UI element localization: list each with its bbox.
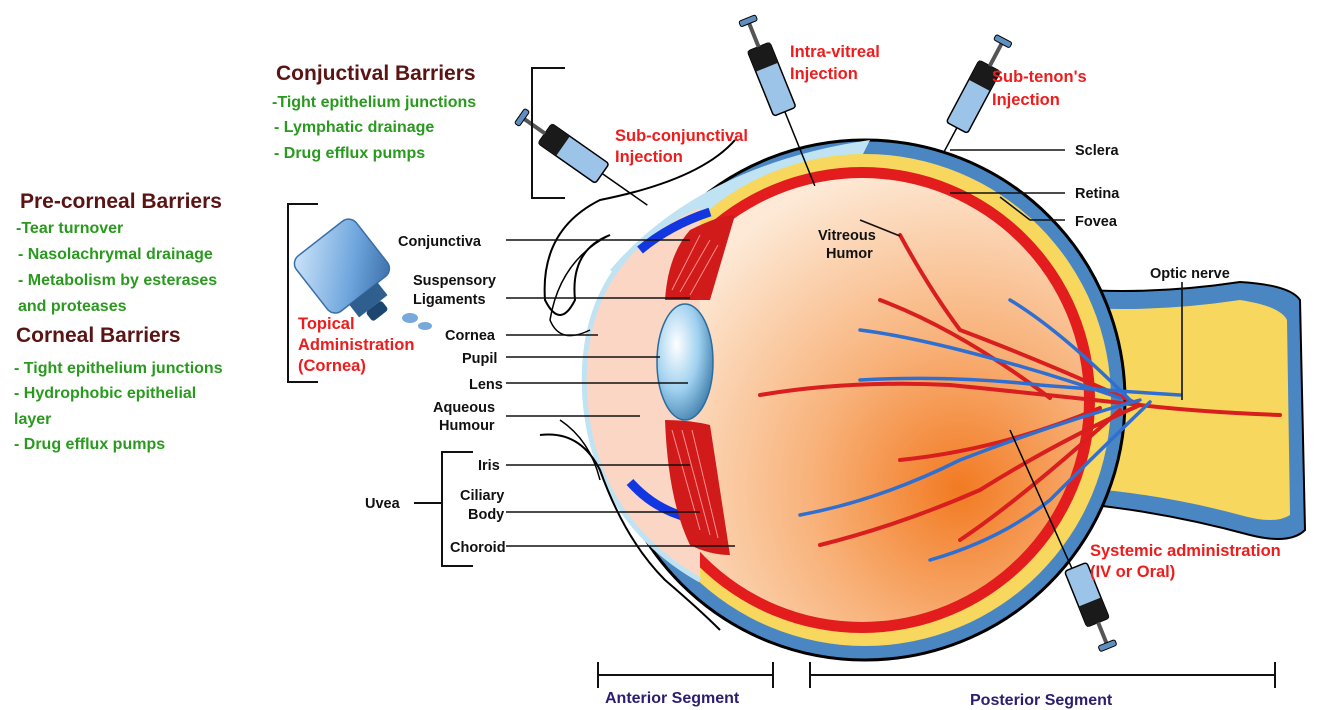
conjunctival-item-1: -Tight epithelium junctions bbox=[272, 94, 476, 111]
posterior-segment-label: Posterior Segment bbox=[970, 692, 1113, 709]
subtenon-label-2: Injection bbox=[992, 91, 1060, 109]
pupil-label: Pupil bbox=[462, 351, 497, 367]
subconjunctival-label-2: Injection bbox=[615, 148, 683, 166]
subconjunctival-label-1: Sub-conjunctival bbox=[615, 127, 748, 145]
corneal-item-2: - Hydrophobic epithelial bbox=[14, 385, 196, 402]
choroid-label: Choroid bbox=[450, 540, 506, 556]
barriers-bracket bbox=[288, 204, 318, 382]
precorneal-item-3: - Metabolism by esterases bbox=[18, 272, 217, 289]
topical-label-1: Topical bbox=[298, 315, 355, 333]
intravitreal-label-2: Injection bbox=[790, 65, 858, 83]
retina-label: Retina bbox=[1075, 186, 1120, 202]
fovea-label: Fovea bbox=[1075, 214, 1118, 230]
ciliary-label-1: Ciliary bbox=[460, 488, 504, 504]
uvea-label: Uvea bbox=[365, 496, 401, 512]
precorneal-item-4: and proteases bbox=[18, 298, 127, 315]
corneal-item-4: - Drug efflux pumps bbox=[14, 436, 165, 453]
conjunctival-item-3: - Drug efflux pumps bbox=[274, 145, 425, 162]
lens-label: Lens bbox=[469, 377, 503, 393]
ciliary-label-2: Body bbox=[468, 507, 504, 523]
aqueous-label-1: Aqueous bbox=[433, 400, 495, 416]
cornea-label: Cornea bbox=[445, 328, 496, 344]
suspensory-label-1: Suspensory bbox=[413, 273, 496, 289]
topical-label-2: Administration bbox=[298, 336, 414, 354]
conjunctiva-label: Conjunctiva bbox=[398, 234, 482, 250]
lens bbox=[657, 304, 713, 420]
suspensory-label-2: Ligaments bbox=[413, 292, 486, 308]
anterior-segment-label: Anterior Segment bbox=[605, 690, 740, 707]
corneal-item-1: - Tight epithelium junctions bbox=[14, 360, 223, 377]
precorneal-item-1: -Tear turnover bbox=[16, 220, 123, 237]
conjunctival-barriers-title: Conjuctival Barriers bbox=[276, 62, 476, 85]
intravitreal-label-1: Intra-vitreal bbox=[790, 43, 880, 61]
conjunctival-item-2: - Lymphatic drainage bbox=[274, 119, 434, 136]
corneal-barriers-title: Corneal Barriers bbox=[16, 324, 181, 347]
subtenon-label-1: Sub-tenon's bbox=[992, 68, 1087, 86]
corneal-item-3: layer bbox=[14, 411, 51, 428]
iris-label: Iris bbox=[478, 458, 500, 474]
vitreous-label-2: Humor bbox=[826, 246, 873, 262]
systemic-label-1: Systemic administration bbox=[1090, 542, 1281, 560]
precorneal-barriers-title: Pre-corneal Barriers bbox=[20, 190, 222, 213]
aqueous-label-2: Humour bbox=[439, 418, 495, 434]
sclera-label: Sclera bbox=[1075, 143, 1119, 159]
precorneal-item-2: - Nasolachrymal drainage bbox=[18, 246, 213, 263]
topical-label-3: (Cornea) bbox=[298, 357, 366, 375]
optic-nerve-label: Optic nerve bbox=[1150, 266, 1230, 282]
vitreous-label-1: Vitreous bbox=[818, 228, 876, 244]
systemic-label-2: (IV or Oral) bbox=[1090, 563, 1175, 581]
